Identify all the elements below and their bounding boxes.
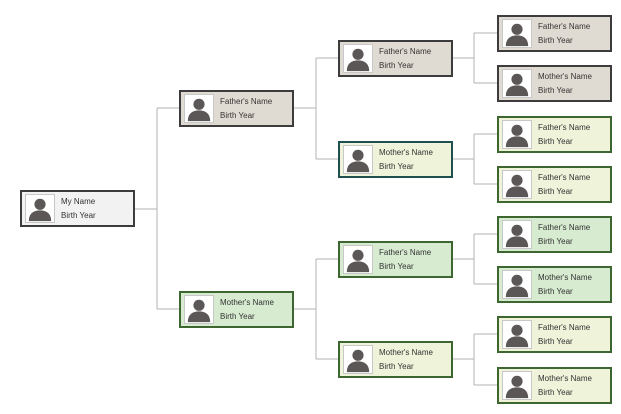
person-box-mother[interactable]: Mother's Name Birth Year	[179, 291, 294, 328]
person-silhouette-icon	[502, 120, 532, 149]
person-box-great-grandparent[interactable]: Mother's Name Birth Year	[497, 367, 612, 404]
person-box-me[interactable]: My Name Birth Year	[20, 190, 135, 227]
person-birth-year: Birth Year	[538, 137, 573, 146]
person-name: Father's Name	[538, 173, 591, 182]
person-silhouette-icon	[184, 94, 214, 123]
person-birth-year: Birth Year	[379, 362, 414, 371]
person-name: Mother's Name	[379, 148, 433, 157]
person-silhouette-icon	[184, 295, 214, 324]
person-birth-year: Birth Year	[538, 187, 573, 196]
person-name: Father's Name	[538, 22, 591, 31]
person-name: Father's Name	[220, 97, 273, 106]
person-silhouette-icon	[502, 320, 532, 349]
person-name: Father's Name	[538, 223, 591, 232]
person-birth-year: Birth Year	[220, 111, 255, 120]
person-silhouette-icon	[343, 245, 373, 274]
person-box-maternal-grandfather[interactable]: Father's Name Birth Year	[338, 241, 453, 278]
person-box-great-grandparent[interactable]: Mother's Name Birth Year	[497, 65, 612, 102]
person-name: Mother's Name	[538, 273, 592, 282]
person-box-great-grandparent[interactable]: Father's Name Birth Year	[497, 166, 612, 203]
person-birth-year: Birth Year	[379, 262, 414, 271]
person-name: Mother's Name	[220, 298, 274, 307]
person-box-great-grandparent[interactable]: Father's Name Birth Year	[497, 216, 612, 253]
person-name: Father's Name	[379, 47, 432, 56]
person-name: Father's Name	[379, 248, 432, 257]
person-birth-year: Birth Year	[538, 388, 573, 397]
person-silhouette-icon	[343, 44, 373, 73]
person-silhouette-icon	[502, 270, 532, 299]
person-name: Father's Name	[538, 123, 591, 132]
person-name: Mother's Name	[379, 348, 433, 357]
person-birth-year: Birth Year	[538, 86, 573, 95]
person-silhouette-icon	[25, 194, 55, 223]
person-birth-year: Birth Year	[61, 211, 96, 220]
person-box-paternal-grandfather[interactable]: Father's Name Birth Year	[338, 40, 453, 77]
person-name: Mother's Name	[538, 72, 592, 81]
person-name: Father's Name	[538, 323, 591, 332]
person-box-great-grandparent[interactable]: Mother's Name Birth Year	[497, 266, 612, 303]
person-birth-year: Birth Year	[538, 237, 573, 246]
person-silhouette-icon	[343, 345, 373, 374]
person-box-great-grandparent[interactable]: Father's Name Birth Year	[497, 15, 612, 52]
person-birth-year: Birth Year	[538, 287, 573, 296]
person-birth-year: Birth Year	[220, 312, 255, 321]
person-silhouette-icon	[343, 145, 373, 174]
person-silhouette-icon	[502, 69, 532, 98]
person-birth-year: Birth Year	[538, 36, 573, 45]
person-box-father[interactable]: Father's Name Birth Year	[179, 90, 294, 127]
person-name: My Name	[61, 197, 96, 206]
person-silhouette-icon	[502, 371, 532, 400]
person-birth-year: Birth Year	[379, 162, 414, 171]
person-name: Mother's Name	[538, 374, 592, 383]
person-box-paternal-grandmother[interactable]: Mother's Name Birth Year	[338, 141, 453, 178]
person-box-great-grandparent[interactable]: Father's Name Birth Year	[497, 116, 612, 153]
person-box-great-grandparent[interactable]: Father's Name Birth Year	[497, 316, 612, 353]
person-silhouette-icon	[502, 170, 532, 199]
person-silhouette-icon	[502, 19, 532, 48]
person-birth-year: Birth Year	[538, 337, 573, 346]
person-silhouette-icon	[502, 220, 532, 249]
person-box-maternal-grandmother[interactable]: Mother's Name Birth Year	[338, 341, 453, 378]
person-birth-year: Birth Year	[379, 61, 414, 70]
